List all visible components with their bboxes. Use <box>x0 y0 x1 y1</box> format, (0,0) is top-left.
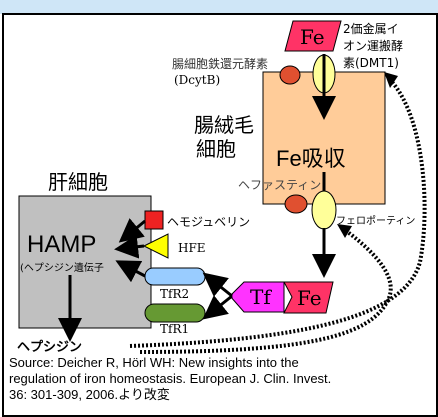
hepcidin-label: ヘプシジン <box>17 340 82 355</box>
dmt1-label-line2: オン運搬酵 <box>343 38 403 53</box>
hemojuvelin-label: ヘモジュベリン <box>167 215 250 229</box>
hepatocyte-label: 肝細胞 <box>48 170 108 194</box>
hemojuvelin-receptor <box>144 210 164 230</box>
fe-absorption-label: Fe吸収 <box>276 146 346 171</box>
hepcidin-arrowhead-dmt1 <box>384 72 398 88</box>
source-line-1: Source: Deicher R, Hörl WH: New insights… <box>9 355 299 370</box>
arrow-hemojuvelin <box>118 218 146 243</box>
hepcidin-path-to-dmt1 <box>129 80 427 348</box>
hepcidin-arrowhead-ferroportin <box>337 224 352 238</box>
tfr2-receptor <box>144 267 206 286</box>
source-line-2: regulation of iron homeostasis. European… <box>9 371 332 386</box>
source-citation: Source: Deicher R, Hörl WH: New insights… <box>9 355 434 403</box>
tfr1-label: TfR1 <box>160 322 189 336</box>
hepcidin-path-to-ferroportin <box>139 228 393 354</box>
hephaestin-enzyme <box>284 194 308 214</box>
arrow-tf-tfr1 <box>202 294 233 320</box>
fe-tag-bottom <box>283 281 334 314</box>
dmt1-label-line1: 2価金属イ <box>343 21 399 36</box>
hamp-label: HAMP <box>27 231 96 258</box>
dmt1-label-line3: 素(DMT1) <box>343 56 399 70</box>
fe-tag-top-label: Fe <box>300 25 325 49</box>
dcytb-enzyme <box>279 65 301 85</box>
hfe-protein <box>142 233 169 259</box>
tf-label: Tf <box>250 285 272 309</box>
arrow-tf-tfr2 <box>202 272 233 298</box>
arrow-tfr2 <box>115 260 146 283</box>
hephaestin-label: ヘファスティン <box>238 178 321 192</box>
enterocyte-label-line2: 細胞 <box>196 137 236 161</box>
top-band <box>0 0 438 14</box>
hfe-label: HFE <box>178 241 206 255</box>
source-line-3: 36: 301-309, 2006.より改変 <box>9 387 170 402</box>
ferroportin-label: フェロポーティン <box>336 215 415 227</box>
tfr1-receptor <box>144 303 206 323</box>
tfr2-label: TfR2 <box>160 287 189 301</box>
fe-tag-bottom-label: Fe <box>297 286 322 310</box>
enterocyte-label-line1: 腸絨毛 <box>194 113 254 137</box>
arrow-hfe <box>114 234 145 259</box>
hamp-gene-label: (ヘプシジン遺伝子 <box>20 261 104 274</box>
ferroportin-transporter <box>311 190 337 230</box>
dcytb-label-line2: (DcytB) <box>174 73 220 87</box>
hepatocyte-cell <box>18 195 152 329</box>
dcytb-label-line1: 腸細胞鉄還元酵素 <box>172 56 268 71</box>
fe-tag-top <box>284 20 342 52</box>
tf-protein <box>229 281 285 313</box>
